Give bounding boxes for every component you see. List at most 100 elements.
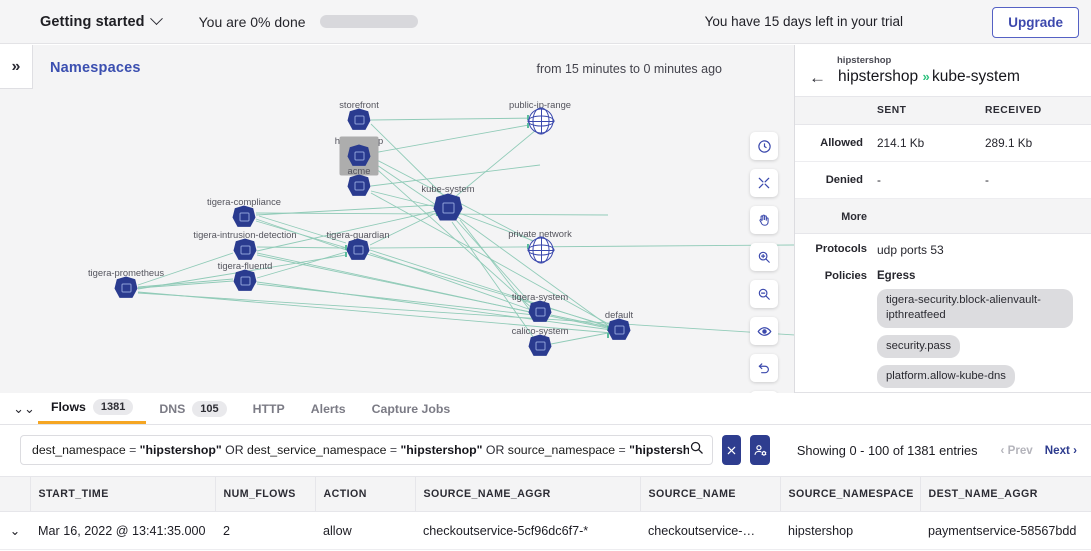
- graph-node-calico-system[interactable]: [528, 334, 552, 358]
- refresh-icon[interactable]: [750, 391, 778, 393]
- protocols-value: udp ports 53: [877, 243, 944, 257]
- graph-node-acme[interactable]: [347, 174, 371, 198]
- namespace-icon: [347, 144, 371, 166]
- stats-row-denied-received: -: [981, 161, 1091, 199]
- sidebar-expand-button[interactable]: »: [0, 45, 33, 89]
- graph-node-storefront[interactable]: [347, 108, 371, 132]
- query-token-bool: OR: [221, 443, 247, 457]
- namespace-icon: [433, 193, 463, 221]
- query-token-bool: OR: [482, 443, 508, 457]
- flow-detail-panel: hipstershop ← hipstershop » kube-system …: [795, 45, 1091, 393]
- tab-label: Capture Jobs: [371, 401, 451, 416]
- namespace-icon: [607, 318, 631, 340]
- query-token-op: =: [125, 443, 140, 457]
- next-page-button[interactable]: Next ›: [1044, 443, 1077, 457]
- tab-label: Flows: [51, 400, 86, 414]
- getting-started-label: Getting started: [40, 13, 145, 30]
- query-token-field: dest_service_namespace: [247, 443, 387, 457]
- undo-icon[interactable]: [750, 354, 778, 382]
- namespace-icon: [528, 334, 552, 356]
- query-token-val: "hipstershop": [400, 443, 483, 457]
- query-token-op: =: [386, 443, 401, 457]
- column-header-source_name_aggr[interactable]: SOURCE_NAME_AGGR: [415, 476, 641, 512]
- expand-icon[interactable]: [750, 169, 778, 197]
- policy-chip[interactable]: security.pass: [877, 334, 961, 358]
- graph-node-tigera-system[interactable]: [528, 300, 552, 324]
- column-header-start_time[interactable]: START_TIME: [30, 476, 216, 512]
- pagination[interactable]: ‹ Prev Next ›: [1001, 444, 1077, 457]
- tab-label: DNS: [159, 401, 186, 416]
- policy-direction-label: Egress: [877, 270, 916, 282]
- detail-destination: kube-system: [932, 68, 1020, 85]
- stats-col-sent: SENT: [873, 96, 981, 125]
- graph-node-tigera-compliance[interactable]: [232, 205, 256, 229]
- service-graph-pane[interactable]: Namespaces from 15 minutes to 0 minutes …: [0, 45, 795, 393]
- graph-edges: [137, 115, 794, 345]
- zoom-out-icon[interactable]: [750, 280, 778, 308]
- getting-started-dropdown[interactable]: Getting started: [40, 12, 163, 30]
- graph-node-tigera-guardian[interactable]: [346, 238, 370, 262]
- policy-chip[interactable]: platform.allow-kube-dns: [877, 364, 1015, 388]
- onboarding-progress-bar: [319, 15, 418, 28]
- column-header-action[interactable]: ACTION: [315, 476, 416, 512]
- search-icon[interactable]: [689, 440, 704, 460]
- graph-node-private-network[interactable]: [527, 236, 555, 264]
- query-token-field: source_namespace: [507, 443, 616, 457]
- graph-node-public-ip-range[interactable]: [527, 107, 555, 135]
- stats-col-blank: [795, 96, 873, 125]
- tab-capture-jobs[interactable]: Capture Jobs: [359, 393, 464, 424]
- stats-row-denied-label: Denied: [795, 161, 873, 199]
- tab-alerts[interactable]: Alerts: [298, 393, 359, 424]
- breadcrumb: hipstershop: [837, 55, 892, 66]
- graph-toolbar[interactable]: [750, 132, 778, 393]
- policies-row: Policies Egress tigera-security.block-al…: [795, 257, 1091, 392]
- tab-dns[interactable]: DNS 105: [146, 393, 239, 424]
- tab-count-badge: 105: [192, 400, 227, 417]
- zoom-in-icon[interactable]: [750, 243, 778, 271]
- double-chevron-down-icon[interactable]: ⌄⌄: [13, 400, 35, 416]
- protocols-label: Protocols: [815, 243, 867, 255]
- graph-time-range: from 15 minutes to 0 minutes ago: [536, 62, 722, 76]
- user-settings-button[interactable]: [750, 435, 770, 465]
- graph-node-default[interactable]: [607, 318, 631, 342]
- stats-row-denied-sent: -: [873, 161, 981, 199]
- arrow-left-icon[interactable]: ←: [809, 67, 826, 87]
- query-token-op: =: [615, 443, 630, 457]
- stats-col-received: RECEIVED: [981, 96, 1091, 125]
- cell-num-flows: 2: [215, 511, 315, 550]
- protocols-row: Protocols udp ports 53: [795, 234, 1091, 257]
- graph-node-tigera-prometheus[interactable]: [114, 276, 138, 300]
- eye-icon[interactable]: [750, 317, 778, 345]
- traffic-stats-table: SENT RECEIVED Allowed 214.1 Kb 289.1 Kb …: [795, 96, 1091, 199]
- policy-chip[interactable]: tigera-security.block-alienvault-ipthrea…: [877, 289, 1073, 328]
- graph-node-tigera-fluentd[interactable]: [233, 269, 257, 293]
- column-header-dest_name_aggr[interactable]: DEST_NAME_AGGR: [920, 476, 1091, 512]
- graph-node-kube-system[interactable]: [433, 193, 463, 223]
- column-header-source_name[interactable]: SOURCE_NAME: [640, 476, 781, 512]
- policy-chip-list: tigera-security.block-alienvault-ipthrea…: [877, 289, 1087, 392]
- cell-dest-name-aggr: paymentservice-58567bdd: [920, 511, 1091, 550]
- search-query-text: dest_namespace = "hipstershop" OR dest_s…: [32, 443, 689, 457]
- search-input[interactable]: dest_namespace = "hipstershop" OR dest_s…: [20, 435, 713, 465]
- cell-action: allow: [315, 511, 415, 550]
- graph-node-hipstershop[interactable]: [339, 136, 379, 176]
- graph-node-tigera-intrusion-detection[interactable]: [233, 238, 257, 262]
- detail-header: hipstershop ← hipstershop » kube-system: [795, 45, 1091, 96]
- hand-icon[interactable]: [750, 206, 778, 234]
- column-header-num_flows[interactable]: NUM_FLOWS: [215, 476, 316, 512]
- clock-icon[interactable]: [750, 132, 778, 160]
- prev-page-button[interactable]: ‹ Prev: [1000, 443, 1033, 457]
- upgrade-button[interactable]: Upgrade: [992, 7, 1079, 38]
- expander-column-header: [0, 476, 31, 512]
- tab-http[interactable]: HTTP: [240, 393, 298, 424]
- clear-filter-button[interactable]: [722, 435, 742, 465]
- column-header-source_namespace[interactable]: SOURCE_NAMESPACE: [780, 476, 921, 512]
- row-expander-chevron-down-icon[interactable]: ⌄: [0, 511, 30, 550]
- query-token-val: "hipstershop": [139, 443, 222, 457]
